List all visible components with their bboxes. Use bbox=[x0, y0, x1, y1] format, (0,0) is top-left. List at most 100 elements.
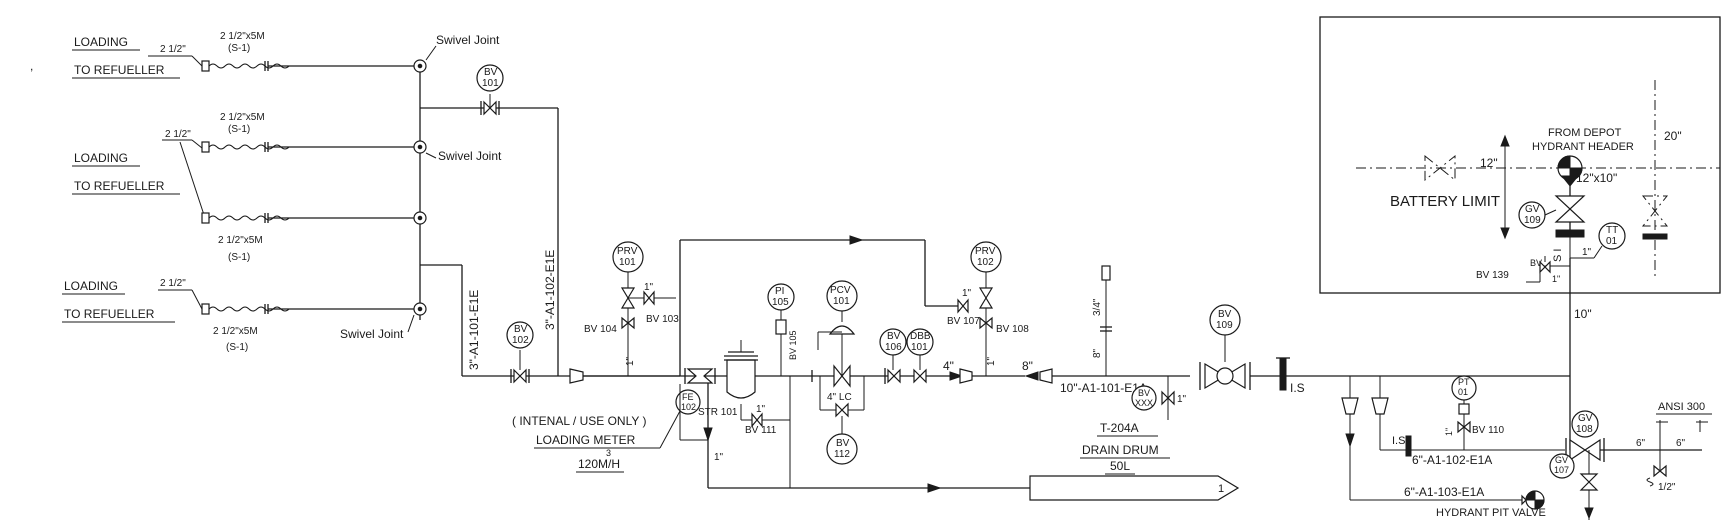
size-four: 4" bbox=[943, 359, 954, 373]
bv110-tag: BV 110 bbox=[1472, 425, 1504, 436]
size-six-a: 6" bbox=[1636, 438, 1646, 449]
is-label-2: I.S bbox=[1392, 435, 1405, 447]
line-label-6a: 6"-A1-102-E1A bbox=[1412, 453, 1492, 467]
size-eight-v: 8" bbox=[1092, 348, 1103, 358]
loading-label-2: LOADING bbox=[74, 151, 128, 165]
bv108-tag: BV 108 bbox=[996, 324, 1029, 335]
battery-limit-label: BATTERY LIMIT bbox=[1390, 193, 1500, 210]
refueller-label-2: TO REFUELLER bbox=[74, 179, 165, 193]
battery-limit-box bbox=[1319, 16, 1721, 294]
note-meter: LOADING METER bbox=[536, 433, 636, 447]
dbb101-num: 101 bbox=[911, 342, 928, 353]
bv139-tag: BV 139 bbox=[1476, 270, 1509, 281]
bv101-tag: BV bbox=[484, 67, 498, 78]
fe102-tag: FE bbox=[682, 392, 694, 402]
prv101-tag: PRV bbox=[617, 246, 638, 257]
bv-small-tag: BV bbox=[1530, 258, 1542, 268]
note-internal: ( INTENAL / USE ONLY ) bbox=[512, 414, 646, 428]
swivel-joint-label-2: Swivel Joint bbox=[438, 149, 502, 163]
hose-size-2: 2 1/2" bbox=[165, 129, 191, 140]
lc-label: 4" LC bbox=[827, 392, 852, 403]
swivel-header: Swivel Joint Swivel Joint Swivel Joint bbox=[340, 33, 680, 377]
bvxxx-num: XXX bbox=[1135, 398, 1153, 408]
off-page-connector bbox=[1029, 475, 1240, 501]
size-tt: 1" bbox=[1582, 247, 1592, 258]
bv107-tag: BV 107 bbox=[947, 316, 980, 327]
is-label-1: I.S bbox=[1290, 381, 1305, 395]
bv104-tag: BV 104 bbox=[584, 324, 617, 335]
bv102-tag: BV bbox=[514, 324, 528, 335]
bv101-valve: BV 101 bbox=[476, 64, 504, 116]
hose-sub-4: (S-1) bbox=[226, 342, 248, 353]
swivel-joint-label-1: Swivel Joint bbox=[436, 33, 500, 47]
size-prv102: 1" bbox=[986, 356, 997, 366]
hose-spec-4: 2 1/2"x5M bbox=[213, 326, 258, 337]
pi105-group: PI 105 BV 105 bbox=[767, 283, 813, 382]
drain-volume: 50L bbox=[1110, 459, 1130, 473]
bv111-tag: BV 111 bbox=[745, 425, 777, 436]
hydrant-header-label: HYDRANT HEADER bbox=[1532, 141, 1634, 153]
size-twelve-ten: 12"x10" bbox=[1576, 171, 1617, 185]
size-ten: 10" bbox=[1574, 307, 1592, 321]
gv107-num: 107 bbox=[1554, 465, 1569, 475]
size-three-quarter: 3/4" bbox=[1092, 298, 1103, 316]
t204-label: T-204A bbox=[1100, 421, 1139, 435]
size-bv111: 1" bbox=[756, 404, 766, 415]
size-bv139: 1" bbox=[1552, 274, 1560, 284]
gv109-tag: GV bbox=[1525, 204, 1540, 215]
pcv101-group: PCV 101 4" LC BV 112 bbox=[817, 280, 865, 465]
bv112-num: 112 bbox=[834, 449, 850, 460]
prv101-group: PRV 101 1" BV 104 1" BV 103 bbox=[584, 241, 679, 376]
size-drain: 1" bbox=[714, 452, 724, 463]
line-label-10in: 10"-A1-101-E1A bbox=[1060, 381, 1147, 395]
pi105-num: 105 bbox=[772, 297, 789, 308]
size-eight: 8" bbox=[1022, 359, 1033, 373]
size-bv110: 1" bbox=[1444, 428, 1454, 436]
from-depot-label: FROM DEPOT bbox=[1548, 127, 1622, 139]
bv102-valve: BV 102 bbox=[506, 321, 584, 384]
str101-label: STR 101 bbox=[698, 407, 738, 418]
t204-branch: 3/4" 8" BV XXX 1" bbox=[1092, 265, 1187, 420]
gv107-tag: GV bbox=[1555, 455, 1568, 465]
size-bv103: 1" bbox=[644, 282, 654, 293]
tt01-num: 01 bbox=[1606, 236, 1618, 247]
size-bvxxx: 1" bbox=[1177, 394, 1187, 405]
loading-label-3: LOADING bbox=[64, 279, 118, 293]
fe102-num: 102 bbox=[681, 402, 696, 412]
prv101-num: 101 bbox=[619, 257, 636, 268]
bv109-num: 109 bbox=[1216, 320, 1233, 331]
off-page-number: 1 bbox=[1218, 483, 1224, 495]
pt01-num: 01 bbox=[1458, 387, 1468, 397]
gv109-num: 109 bbox=[1524, 215, 1541, 226]
prv102-tag: PRV bbox=[975, 246, 996, 257]
bv109-group: BV 109 bbox=[1199, 304, 1270, 390]
refueller-label-1: TO REFUELLER bbox=[74, 63, 165, 77]
bv105-tag: BV 105 bbox=[788, 330, 798, 360]
loading-label-1: LOADING bbox=[74, 35, 128, 49]
pcv101-tag: PCV bbox=[830, 285, 851, 296]
hose-size-1: 2 1/2" bbox=[160, 44, 186, 55]
bv112-tag: BV bbox=[836, 438, 850, 449]
gv108-tag: GV bbox=[1578, 413, 1593, 424]
pcv101-num: 101 bbox=[833, 296, 850, 307]
hose-spec-3: 2 1/2"x5M bbox=[218, 235, 263, 246]
bv101-num: 101 bbox=[482, 78, 499, 89]
hose-sub-2: (S-1) bbox=[228, 124, 250, 135]
dbb101-tag: DBB bbox=[910, 331, 931, 342]
loading-section: LOADING TO REFUELLER LOADING TO REFUELLE… bbox=[30, 31, 420, 353]
tt01-tag: TT bbox=[1606, 225, 1618, 236]
si-label: S I bbox=[1552, 249, 1564, 262]
hose-spec-2: 2 1/2"x5M bbox=[220, 112, 265, 123]
swivel-joint-label-3: Swivel Joint bbox=[340, 327, 404, 341]
bv106-dbb101-group: BV 106 DBB 101 4" bbox=[879, 328, 973, 384]
size-twenty: 20" bbox=[1664, 129, 1682, 143]
drain-drum-label: DRAIN DRUM bbox=[1082, 443, 1159, 457]
prv102-group: PRV 102 1" 1" BV 107 BV 108 bbox=[947, 241, 1029, 376]
gv108-num: 108 bbox=[1576, 424, 1593, 435]
meter-strainer-group: FE 102 STR 101 1" BV 111 1" bbox=[570, 340, 1030, 493]
bv106-num: 106 bbox=[885, 342, 902, 353]
stray-mark: , bbox=[30, 59, 33, 73]
bv103-tag: BV 103 bbox=[646, 314, 679, 325]
hose-sub-3: (S-1) bbox=[228, 252, 250, 263]
